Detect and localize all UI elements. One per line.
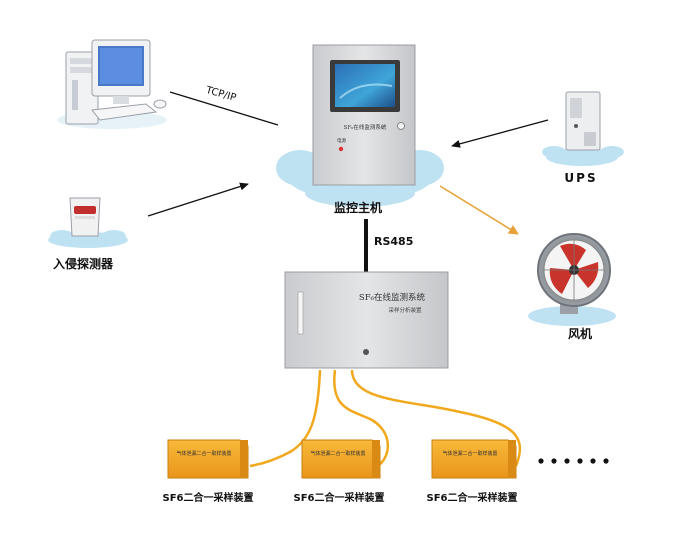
tcp-ip-label: TCP/IP xyxy=(204,85,238,104)
more-samplers-ellipsis xyxy=(538,458,609,464)
sampler-unit-2: 气体泄漏二合一取样装置 xyxy=(301,439,381,479)
key-lock-icon xyxy=(397,122,405,130)
sampler-unit-1: 气体泄漏二合一取样装置 xyxy=(167,439,249,479)
sampler-cables xyxy=(249,369,522,468)
sampler-3-box-text: 气体泄漏二合一取样装置 xyxy=(442,450,497,457)
main-host-cabinet: SF₆在线监测系统 电源 xyxy=(312,44,416,186)
host-to-fan-arrow xyxy=(439,185,519,235)
sampler-2-box-text: 气体泄漏二合一取样装置 xyxy=(310,450,365,457)
desktop-computer-icon xyxy=(57,39,167,129)
intrusion-detector-label: 入侵探测器 xyxy=(53,256,114,271)
ups-label: UPS xyxy=(564,171,597,185)
sampler-3-label: SF6二合一采样装置 xyxy=(427,491,518,504)
sampler-1-label: SF6二合一采样装置 xyxy=(163,491,254,504)
cable-3 xyxy=(350,369,522,467)
power-indicator-label: 电源 xyxy=(337,137,346,144)
rs485-label: RS485 xyxy=(374,235,413,248)
sampler-unit-3: 气体泄漏二合一取样装置 xyxy=(431,439,517,479)
collector-cabinet: SF₆在线监测系统 采样分析装置 xyxy=(284,271,449,369)
collector-title: SF₆在线监测系统 xyxy=(359,292,426,303)
tcp-ip-link xyxy=(169,91,279,126)
fan-icon xyxy=(528,233,616,326)
collector-lock-icon xyxy=(363,349,369,355)
main-host-panel-text: SF₆在线监测系统 xyxy=(344,123,387,131)
sampler-2-label: SF6二合一采样装置 xyxy=(294,491,385,504)
power-led-icon xyxy=(338,146,344,152)
sampler-1-box-text: 气体泄漏二合一取样装置 xyxy=(176,450,231,457)
collector-subtitle: 采样分析装置 xyxy=(388,306,422,314)
cable-1 xyxy=(249,369,322,468)
main-host-label: 监控主机 xyxy=(334,200,382,215)
cable-2 xyxy=(333,369,390,467)
ups-to-host-arrow xyxy=(451,119,549,148)
ups-icon xyxy=(542,91,624,166)
motion-detector-icon xyxy=(48,197,128,248)
detector-to-host-arrow xyxy=(147,182,249,217)
fan-label: 风机 xyxy=(568,326,592,341)
